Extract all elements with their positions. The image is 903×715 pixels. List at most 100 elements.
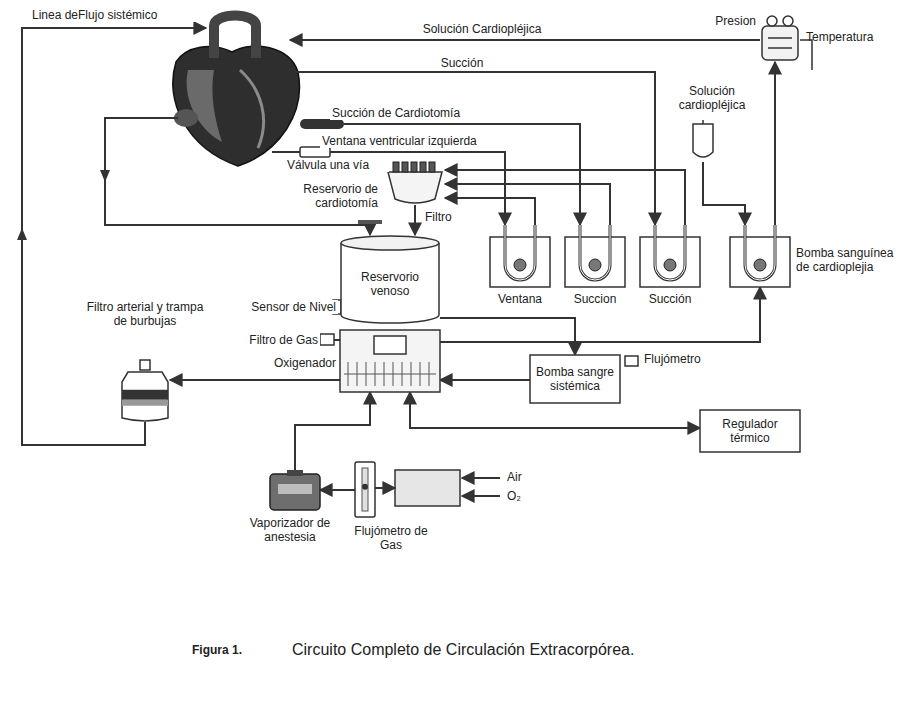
gas-flowmeter-outline xyxy=(362,468,368,511)
roller-pump-outline xyxy=(640,225,700,287)
part-label: Succion xyxy=(560,292,630,306)
gas-flowmeter-outline xyxy=(362,484,368,490)
heat-exchanger-outline xyxy=(768,47,792,49)
circuit-drawing xyxy=(395,470,460,506)
venous-reservoir-outline xyxy=(341,243,439,323)
line-label: O₂ xyxy=(505,489,549,503)
roller-pump-outline xyxy=(580,225,610,280)
circuit-drawing xyxy=(375,487,395,489)
roller-pump-outline xyxy=(655,225,685,280)
heat-exchanger: PresionTemperatura xyxy=(760,14,800,62)
anesthesia-vaporizer: Vaporizador de anestesia xyxy=(270,470,320,510)
cardioplegia-bag: Solución cardiopléjica xyxy=(690,120,716,162)
part-label: Filtro arterial y trampa de burbujas xyxy=(85,300,205,328)
venous-reservoir: Reservorio venoso xyxy=(340,235,440,323)
oxygenator-outline xyxy=(340,330,440,392)
roller-pump-outline xyxy=(589,259,601,271)
cardioplegia-bag-outline xyxy=(690,120,716,162)
cardiotomy-reservoir-outline xyxy=(411,162,417,172)
part-label: Presion xyxy=(700,14,756,28)
cardioplegia-pump-outline xyxy=(730,225,790,287)
tube-connector xyxy=(440,379,530,381)
part-label: Flujómetro de Gas xyxy=(352,524,430,552)
roller-pump: Succión xyxy=(640,225,700,287)
line-label: Filtro de Gas xyxy=(220,333,320,347)
circuit-drawing xyxy=(462,477,500,479)
part-label: Bomba sangre sistémica xyxy=(530,361,620,397)
anesthesia-vaporizer-outline xyxy=(278,484,312,494)
line-label: Filtro xyxy=(423,210,467,224)
arterial-filter-outline xyxy=(140,360,150,370)
line-label: Válvula una vía xyxy=(285,158,389,172)
heat-exchanger-outline xyxy=(767,16,777,26)
heat-exchanger-outline xyxy=(762,26,798,60)
line-label: Sensor de Nivel xyxy=(240,300,338,314)
cardiotomy-reservoir: Reservorio de cardiotomía xyxy=(385,160,445,205)
line-label: Solución Cardiopléjica xyxy=(400,22,564,36)
heart-illustration xyxy=(173,16,300,167)
gas-flowmeter-outline xyxy=(355,462,375,517)
circuit-drawing xyxy=(358,220,382,224)
part-label: Bomba sanguínea de cardioplejia xyxy=(796,246,896,274)
part-label: Succión xyxy=(635,292,705,306)
heat-exchanger-outline xyxy=(760,14,800,62)
cardiotomy-reservoir-outline xyxy=(393,162,399,172)
circuit-drawing xyxy=(17,228,27,240)
circuit-drawing xyxy=(334,339,340,341)
arterial-filter-outline xyxy=(120,360,170,422)
roller-pump-outline xyxy=(565,225,625,287)
anesthesia-vaporizer-outline xyxy=(270,474,320,510)
roller-pump-outline xyxy=(580,225,610,280)
part-label: Reservorio de cardiotomía xyxy=(245,182,378,210)
circuit-drawing xyxy=(800,40,812,70)
venous-reservoir-outline xyxy=(341,236,439,250)
figure-caption: Circuito Completo de Circulación Extraco… xyxy=(290,640,714,659)
circuit-drawing xyxy=(22,28,206,445)
roller-pump-outline xyxy=(505,225,535,280)
roller-pump-outline xyxy=(490,225,550,287)
line-label: Air xyxy=(505,470,549,484)
heat-exchanger-outline xyxy=(768,37,792,39)
line-label: Linea deFlujo sistémico xyxy=(30,8,204,22)
cardioplegia-pump-outline xyxy=(745,225,775,280)
cardiotomy-reservoir-outline xyxy=(402,162,408,172)
circuit-drawing xyxy=(187,70,222,142)
cardioplegia-bag-outline xyxy=(693,124,713,157)
tube-connector xyxy=(703,162,745,225)
circuit-drawing xyxy=(173,46,300,166)
thermal-regulator-outline xyxy=(700,410,800,452)
circuit-drawing xyxy=(240,70,264,148)
part-label: Temperatura xyxy=(806,30,896,44)
oxygenator-outline xyxy=(344,374,436,375)
circuit-drawing xyxy=(290,39,760,41)
cardiotomy-reservoir-outline xyxy=(420,162,426,172)
line-label: Succión de Cardiotomía xyxy=(330,106,504,120)
cardioplegia-bag-outline xyxy=(702,120,704,124)
arterial-filter-outline xyxy=(122,372,168,421)
tube-connector xyxy=(320,489,355,491)
part-label: Ventana xyxy=(485,292,555,306)
arterial-filter-outline xyxy=(122,390,168,400)
roller-pump-outline xyxy=(655,225,685,280)
tube-connector xyxy=(445,170,685,225)
part-label: Vaporizador de anestesia xyxy=(235,516,345,544)
systemic-pump: Bomba sangre sistémica xyxy=(530,355,620,403)
cardiotomy-reservoir-outline xyxy=(429,162,435,172)
roller-pump: Succion xyxy=(565,225,625,287)
gas-flowmeter: Flujómetro de Gas xyxy=(355,462,375,517)
tube-connector xyxy=(774,62,776,225)
cardioplegia-pump-outline xyxy=(745,225,775,280)
line-label: Flujómetro xyxy=(642,352,726,366)
line-label: Ventana ventricular izquierda xyxy=(320,134,504,148)
roller-pump: Ventana xyxy=(490,225,550,287)
circuit-drawing xyxy=(462,495,500,497)
roller-pump-outline xyxy=(505,225,535,280)
part-label: Solución cardiopléjica xyxy=(662,84,762,112)
roller-pump-outline xyxy=(514,259,526,271)
anesthesia-vaporizer-outline xyxy=(270,470,320,510)
circuit-drawing xyxy=(300,147,330,157)
oxygenator-outline xyxy=(340,330,440,392)
figure-number: Figura 1. xyxy=(190,643,284,657)
part-label: Reservorio venoso xyxy=(340,266,440,302)
cardiotomy-reservoir-outline xyxy=(385,160,445,205)
